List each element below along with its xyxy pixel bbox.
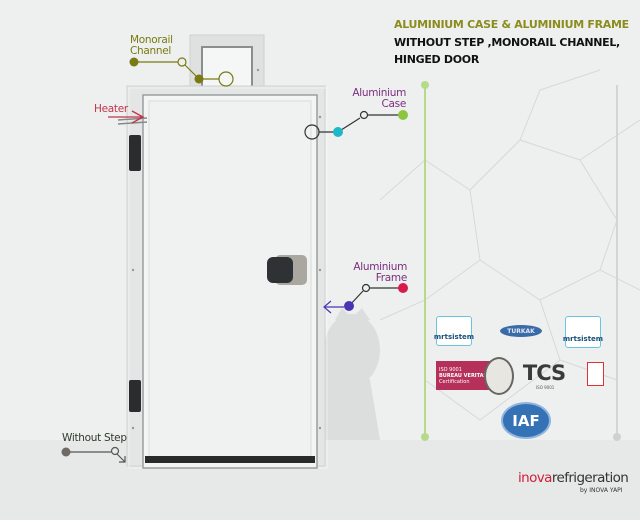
bureau-veritas-seal	[484, 357, 514, 395]
mrtsistem-logo-2: mrtsistem	[563, 316, 603, 348]
mrtsistem-logo-1: mrtsistem	[434, 316, 474, 346]
turkak-badge	[587, 362, 604, 386]
hinge-top	[129, 135, 141, 171]
heater-arrow-icon	[108, 110, 145, 124]
frame-callout	[348, 283, 402, 307]
hinge-bottom	[129, 380, 141, 412]
heater-label: Heater	[94, 103, 128, 115]
door-handle[interactable]	[267, 255, 307, 285]
door-bottom-gasket	[145, 456, 315, 463]
frame-arrow-icon	[323, 300, 344, 314]
background-network	[379, 69, 640, 421]
heading-line-2: WITHOUT STEP ,MONORAIL CHANNEL,	[394, 36, 620, 49]
brand-logo: inovarefrigeration	[518, 470, 629, 486]
tcs-iso-text: ISO 9001	[536, 385, 555, 390]
iaf-logo: IAF	[501, 402, 551, 439]
turkak-logo: TURKAK	[500, 325, 542, 337]
tcs-logo: TCS	[522, 361, 566, 385]
without-step-label: Without Step	[62, 432, 127, 444]
step-callout	[66, 446, 126, 463]
heading-line-1: ALUMINIUM CASE & ALUMINIUM FRAME	[394, 18, 629, 31]
brand-subtitle: by INOVA YAPI	[580, 487, 623, 494]
heading-line-3: HINGED DOOR	[394, 53, 480, 66]
